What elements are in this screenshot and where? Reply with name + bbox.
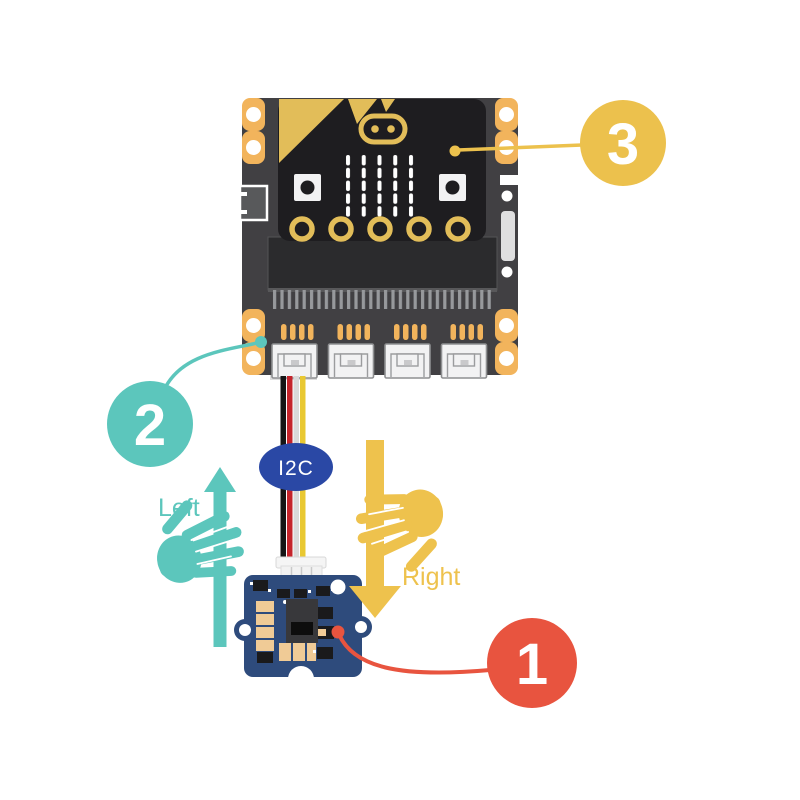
board-edge-notch [500,175,519,185]
edge-connector-socket [267,236,498,291]
gesture-sensor-chip [286,599,318,643]
callout-3-line [457,143,583,152]
gesture-sensor-module [234,556,372,692]
pin-header-comb [271,290,492,311]
i2c-badge: I2C [259,443,333,491]
callout-2-line [162,340,262,391]
button-b[interactable] [439,174,466,201]
left-tab-hole [239,624,251,636]
callout-3-circle [580,100,666,186]
callout-1-number: 1 [516,632,548,697]
bottom-notch [288,666,314,692]
callout-1-line [336,631,491,675]
i2c-badge-ellipse [259,443,333,491]
usb-connector [238,184,269,222]
callout-1-anchor-dot [331,625,345,639]
gesture-left: Left [142,467,253,647]
mounting-hole [330,579,346,595]
left-gesture-label: Left [158,494,200,522]
side-switch-slot [501,190,515,278]
mounting-pad [495,342,518,375]
callout-2: 2 [107,336,267,467]
mounting-pad [242,98,265,131]
callout-1-circle [487,618,577,708]
grove-port-4 [440,343,488,379]
mounting-pad [495,309,518,342]
button-a[interactable] [294,174,321,201]
corner-zigzag-decoration [279,99,395,163]
callout-3-anchor-dot [449,145,461,157]
callout-3-number: 3 [607,112,639,177]
grove-port-1 [271,343,318,379]
microbit-board [278,99,486,241]
sensor-components [250,580,334,663]
mounting-pad [242,131,265,164]
grove-port-2 [327,343,375,379]
callout-2-circle [107,381,193,467]
callout-1: 1 [331,618,577,708]
gesture-right: Right [347,440,460,618]
microbit-logo [358,113,408,145]
callout-2-number: 2 [134,393,166,458]
right-gesture-label: Right [402,563,460,591]
led-matrix [345,154,415,218]
grove-port-3 [384,343,431,379]
i2c-badge-label: I2C [278,457,314,480]
callout-2-anchor-dot [255,336,267,348]
right-tab-hole [355,621,367,633]
callout-3: 3 [449,100,666,186]
mounting-pad [495,98,518,131]
